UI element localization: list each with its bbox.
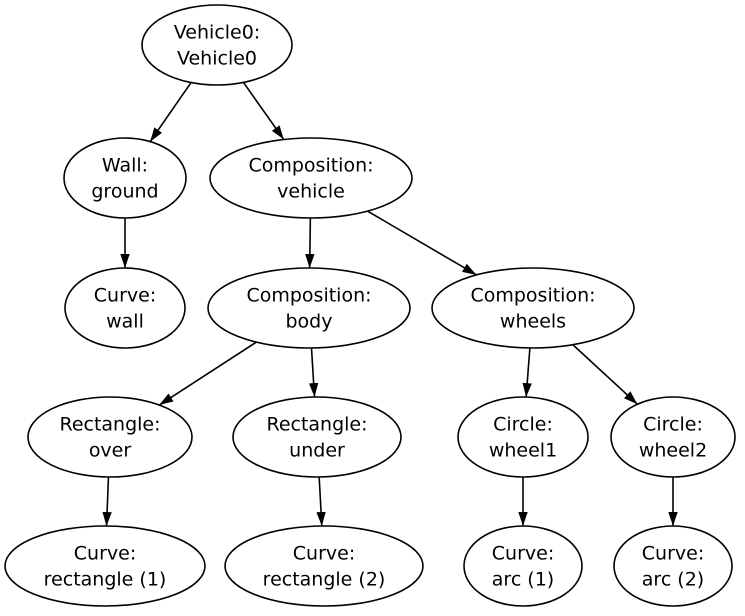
node-wall-ground: Wall: ground: [63, 137, 187, 219]
node-curve-wall: Curve: wall: [64, 267, 186, 349]
edge-rectangle-over-to-curve-rectangle-1: [102, 476, 112, 527]
node-label-line: under: [289, 440, 345, 462]
node-ellipse: [613, 525, 733, 607]
edge-rectangle-under-to-curve-rectangle-2: [316, 476, 326, 527]
node-circle-wheel1: Circle: wheel1: [457, 396, 589, 478]
node-ellipse: [224, 525, 424, 607]
node-ellipse: [64, 267, 186, 349]
node-label-line: ground: [91, 181, 158, 203]
node-label-line: Circle:: [643, 414, 703, 436]
edge-composition-body-to-rectangle-under: [308, 347, 319, 398]
node-label-line: rectangle (1): [44, 569, 167, 591]
node-composition-wheels: Composition: wheels: [431, 267, 635, 349]
node-composition-vehicle: Composition: vehicle: [209, 137, 413, 219]
node-circle-wheel2: Circle: wheel2: [610, 396, 736, 478]
edge-vehicle0-to-composition-vehicle: [242, 81, 285, 140]
node-curve-arc-2: Curve: arc (2): [613, 525, 733, 607]
node-ellipse: [431, 267, 635, 349]
node-label-line: Circle:: [493, 414, 553, 436]
node-label-line: Composition:: [246, 285, 371, 307]
node-label-line: vehicle: [277, 181, 345, 203]
node-label-line: wheels: [500, 311, 566, 333]
node-ellipse: [232, 396, 402, 478]
node-label-line: rectangle (2): [263, 569, 386, 591]
node-label-line: body: [286, 311, 333, 333]
node-label-line: Wall:: [102, 155, 148, 177]
node-rectangle-over: Rectangle: over: [27, 396, 193, 478]
node-label-line: arc (1): [492, 569, 554, 591]
node-ellipse: [4, 525, 206, 607]
node-label-line: Curve:: [293, 543, 355, 565]
node-label-line: Curve:: [492, 543, 554, 565]
edge-composition-wheels-to-circle-wheel1: [522, 347, 532, 398]
node-label-line: over: [89, 440, 132, 462]
edge-composition-vehicle-to-composition-wheels: [367, 210, 477, 276]
edge-vehicle0-to-wall-ground: [149, 82, 192, 143]
node-ellipse: [207, 267, 411, 349]
node-ellipse: [610, 396, 736, 478]
node-label-line: arc (2): [642, 569, 704, 591]
node-label-line: wall: [106, 311, 144, 333]
node-label-line: Vehicle0: [177, 48, 257, 70]
node-ellipse: [463, 525, 583, 607]
node-label-line: Curve:: [642, 543, 704, 565]
node-rectangle-under: Rectangle: under: [232, 396, 402, 478]
node-ellipse: [63, 137, 187, 219]
node-label-line: Rectangle:: [59, 414, 160, 436]
edge-composition-wheels-to-circle-wheel2: [572, 344, 638, 405]
edge-composition-vehicle-to-composition-body: [305, 217, 315, 269]
node-label-line: wheel2: [639, 440, 707, 462]
node-ellipse: [27, 396, 193, 478]
node-composition-body: Composition: body: [207, 267, 411, 349]
node-ellipse: [457, 396, 589, 478]
node-curve-arc-1: Curve: arc (1): [463, 525, 583, 607]
node-label-line: wheel1: [489, 440, 557, 462]
node-curve-rectangle-2: Curve: rectangle (2): [224, 525, 424, 607]
edge-composition-body-to-rectangle-over: [158, 341, 257, 406]
node-vehicle0: Vehicle0: Vehicle0: [141, 4, 293, 86]
node-label-line: Rectangle:: [266, 414, 367, 436]
node-label-line: Curve:: [74, 543, 136, 565]
node-label-line: Composition:: [248, 155, 373, 177]
node-label-line: Vehicle0:: [174, 22, 260, 44]
node-label-line: Curve:: [94, 285, 156, 307]
node-ellipse: [141, 4, 293, 86]
node-label-line: Composition:: [470, 285, 595, 307]
node-curve-rectangle-1: Curve: rectangle (1): [4, 525, 206, 607]
node-ellipse: [209, 137, 413, 219]
